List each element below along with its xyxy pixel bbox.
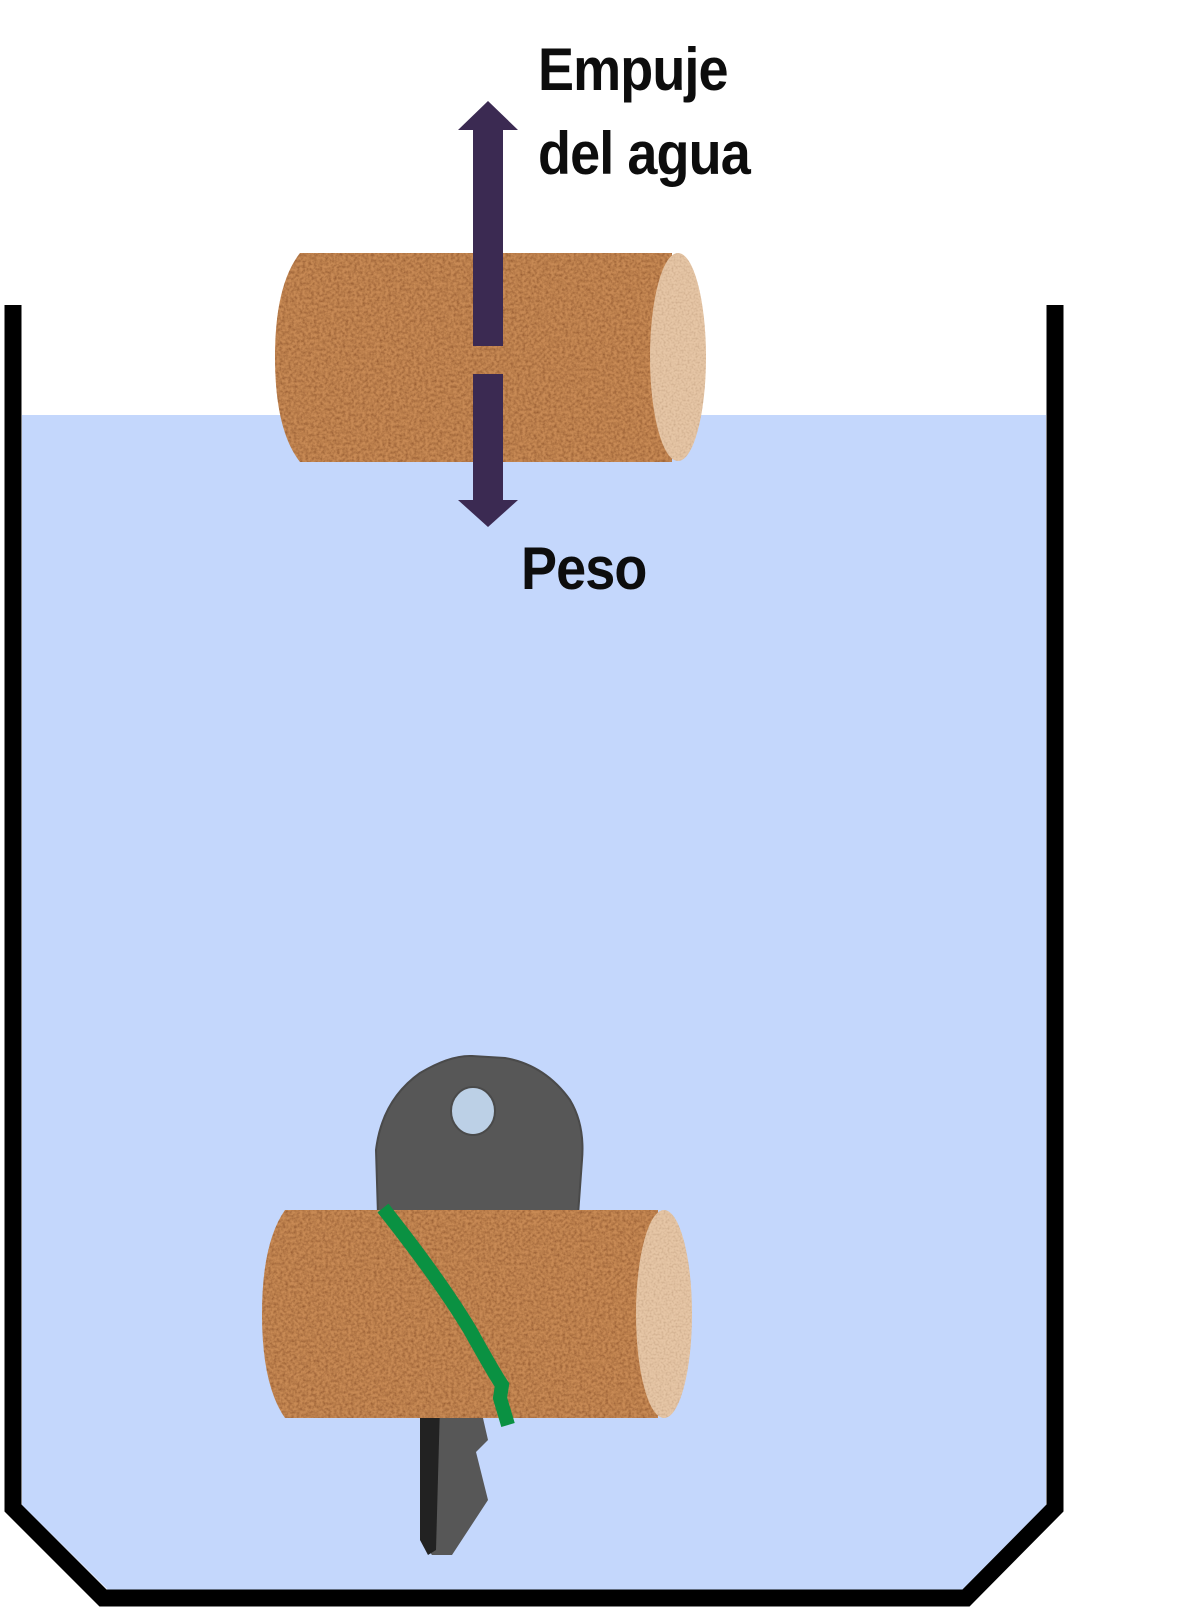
buoyancy-label-line2: del agua — [538, 120, 751, 187]
weight-arrow — [458, 374, 518, 527]
key-hole-icon — [450, 1086, 496, 1136]
container-wall — [4, 305, 1064, 1607]
green-band — [377, 1203, 515, 1427]
key-blade-groove — [420, 1405, 440, 1555]
buoyancy-arrow — [458, 101, 518, 346]
floating-cork — [275, 253, 706, 462]
key-head — [374, 1054, 584, 1216]
key — [374, 1054, 584, 1555]
weight-label: Peso — [521, 535, 647, 602]
floating-cork-end — [650, 253, 706, 461]
sunken-cork — [262, 1210, 692, 1418]
sunken-cork-end — [636, 1210, 692, 1418]
buoyancy-label-line1: Empuje — [538, 36, 729, 103]
